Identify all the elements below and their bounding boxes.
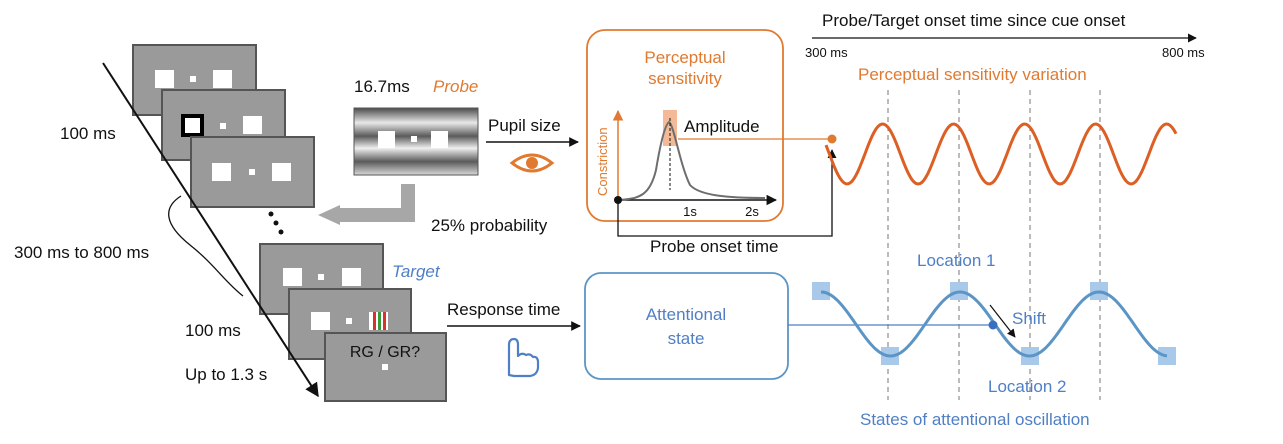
- timeline-start: 300 ms: [805, 45, 848, 60]
- probe-panel: 16.7ms Probe 25% probability: [318, 77, 548, 235]
- timeline-end: 800 ms: [1162, 45, 1205, 60]
- attentional-state-box: Attentional state: [584, 272, 789, 380]
- tick-2s: 2s: [745, 204, 759, 219]
- duration-100ms-bottom: 100 ms: [185, 321, 241, 340]
- interval-brace: [168, 195, 244, 297]
- shift-arrow: [989, 304, 1016, 338]
- location-2-label: Location 2: [988, 377, 1066, 396]
- trial-sequence: RG / GR? 100 ms 300 ms to 800 ms 100 ms …: [14, 44, 447, 402]
- timeline-title: Probe/Target onset time since cue onset: [822, 11, 1126, 30]
- probe-onset-path: [617, 149, 837, 237]
- response-window-label: Up to 1.3 s: [185, 365, 267, 384]
- pupil-section: Pupil size: [486, 116, 579, 173]
- oscillation-caption: States of attentional oscillation: [860, 410, 1090, 429]
- perceptual-title-1: Perceptual: [644, 48, 725, 67]
- constriction-label: Constriction: [595, 127, 610, 196]
- probe-return-arrow: [338, 184, 415, 222]
- location-1-label: Location 1: [917, 251, 995, 270]
- eye-icon: [509, 153, 555, 173]
- ellipsis-dots: [268, 211, 284, 235]
- sensitivity-wave: [824, 122, 1178, 186]
- response-time-label: Response time: [447, 300, 560, 319]
- pupil-size-label: Pupil size: [488, 116, 561, 135]
- target-label: Target: [392, 262, 441, 281]
- probe-duration: 16.7ms: [354, 77, 410, 96]
- attention-line-2: state: [668, 329, 705, 348]
- pointing-hand-icon: [507, 337, 540, 378]
- perceptual-title-2: sensitivity: [648, 69, 722, 88]
- probe-probability: 25% probability: [431, 216, 548, 235]
- response-question: RG / GR?: [350, 344, 420, 361]
- shift-label: Shift: [1012, 309, 1046, 328]
- probe-label: Probe: [433, 77, 478, 96]
- attention-line-1: Attentional: [646, 305, 726, 324]
- duration-100ms-top: 100 ms: [60, 124, 116, 143]
- amplitude-label: Amplitude: [684, 117, 760, 136]
- response-screen: RG / GR?: [324, 332, 447, 402]
- onset-timeline: Probe/Target onset time since cue onset …: [805, 11, 1205, 60]
- interval-label: 300 ms to 800 ms: [14, 243, 149, 262]
- delay-screen: [190, 136, 315, 208]
- perceptual-sensitivity-box: Perceptual sensitivity Constriction Ampl…: [586, 29, 784, 222]
- tick-1s: 1s: [683, 204, 697, 219]
- probe-onset-label: Probe onset time: [650, 237, 779, 256]
- phase-guides: [887, 90, 1101, 400]
- attention-sample-point: [988, 320, 998, 330]
- pupil-response-curve: [617, 120, 766, 201]
- sensitivity-sample-point: [827, 134, 837, 144]
- sensitivity-wave-label: Perceptual sensitivity variation: [858, 65, 1087, 84]
- trial-time-arrow: [102, 62, 319, 398]
